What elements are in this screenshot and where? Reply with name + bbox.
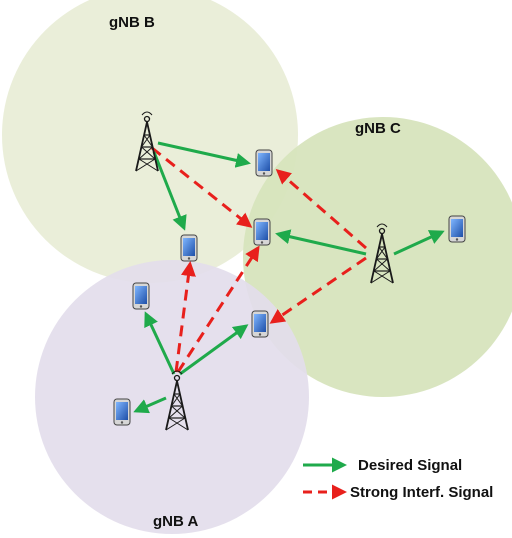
legend: Desired Signal Strong Interf. Signal: [303, 457, 493, 501]
legend-desired-label: Desired Signal: [358, 457, 462, 474]
desired-c-to-far-device: [393, 230, 445, 256]
mobile-device-icon: [253, 218, 271, 246]
mobile-device-icon: [180, 234, 198, 262]
mobile-device-icon: [132, 282, 150, 310]
mobile-device-icon: [251, 310, 269, 338]
interf-c-to-top-device: [275, 169, 367, 250]
interf-a-to-middle-device: [174, 261, 196, 373]
desired-signals: [133, 141, 445, 414]
legend-interference-label: Strong Interf. Signal: [350, 484, 493, 501]
cell-gnb-b: [2, 0, 298, 283]
mobile-device-icon: [448, 215, 466, 243]
mobile-device-icon: [113, 398, 131, 426]
cell-label-gnb-c: gNB C: [355, 120, 401, 137]
cell-label-gnb-b: gNB B: [109, 14, 155, 31]
mobile-device-icon: [255, 149, 273, 177]
interf-c-to-right-device: [269, 256, 367, 324]
desired-a-to-upper-device: [144, 311, 176, 375]
interference-signals: [151, 146, 367, 373]
interf-b-to-center-device: [151, 146, 253, 228]
desired-c-to-center-device: [275, 229, 367, 256]
desired-b-to-top-device: [157, 141, 251, 168]
desired-a-to-right-device: [179, 324, 249, 376]
cell-label-gnb-a: gNB A: [153, 513, 198, 530]
cell-gnb-a: [35, 260, 309, 534]
desired-b-to-middle-device: [152, 151, 187, 231]
desired-a-to-lower-device: [133, 396, 167, 414]
interf-a-to-center-device: [176, 245, 260, 373]
